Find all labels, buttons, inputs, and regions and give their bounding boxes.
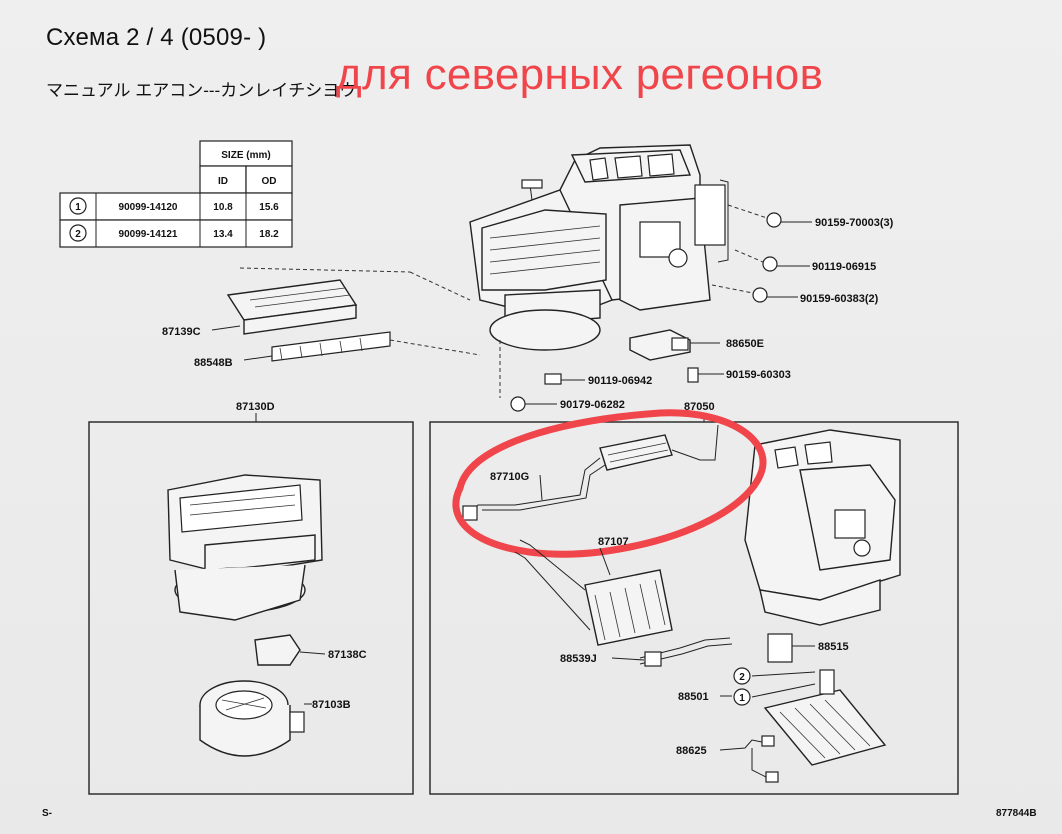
heater-case-drawing — [744, 429, 901, 626]
label-90179-06282: 90179-06282 — [560, 399, 625, 411]
label-90119-06942: 90119-06942 — [588, 375, 652, 387]
size-table-part: 90099-14121 — [119, 229, 178, 240]
callout-2: 2 — [739, 672, 745, 683]
filter-drawing — [211, 267, 481, 362]
size-table-part: 90099-14120 — [119, 202, 178, 213]
label-90159-70003: 90159-70003(3) — [815, 217, 894, 229]
expansion-valve-drawing — [767, 633, 815, 663]
heater-pipe-drawing — [462, 424, 719, 521]
blower-motor-drawing — [199, 680, 312, 757]
handwritten-annotation: для северных регеонов — [336, 50, 824, 99]
footer-left-code: S- — [42, 808, 52, 819]
hvac-unit-drawing — [469, 144, 729, 351]
label-87050: 87050 — [684, 401, 715, 413]
size-table-col-id: ID — [218, 176, 228, 187]
label-87130d: 87130D — [236, 401, 275, 413]
thermistor-drawing — [719, 735, 779, 783]
heater-core-drawing — [514, 539, 673, 646]
footer-diagram-code: 877844B — [996, 808, 1037, 819]
evaporator-drawing — [720, 669, 887, 766]
highlight-ring — [452, 409, 767, 558]
label-90159-60303: 90159-60303 — [726, 369, 791, 381]
callout-1: 1 — [739, 693, 745, 704]
sensor-drawing — [499, 329, 724, 412]
size-table-od: 15.6 — [259, 202, 279, 213]
size-table-id: 10.8 — [213, 202, 233, 213]
size-table-id: 13.4 — [213, 229, 233, 240]
size-table-od: 18.2 — [259, 229, 279, 240]
size-table-mark: 1 — [75, 202, 81, 213]
size-table: SIZE (mm) ID OD 1 90099-14120 10.8 15.6 … — [59, 140, 293, 248]
label-88501: 88501 — [678, 691, 709, 703]
label-90119-06915: 90119-06915 — [812, 261, 876, 273]
heater-assembly-box — [429, 421, 959, 795]
label-88515: 88515 — [818, 641, 849, 653]
size-table-mark: 2 — [75, 229, 81, 240]
callout-1-circle — [733, 688, 751, 706]
size-table-header: SIZE (mm) — [221, 150, 270, 161]
size-table-col-od: OD — [262, 176, 277, 187]
page-title: Схема 2 / 4 (0509- ) — [46, 24, 267, 51]
label-87103b: 87103B — [312, 699, 351, 711]
label-90159-60383: 90159-60383(2) — [800, 293, 879, 305]
label-87138c: 87138C — [328, 649, 367, 661]
label-87710g: 87710G — [490, 471, 529, 483]
callout-2-circle — [733, 667, 751, 685]
label-88539j: 88539J — [560, 653, 597, 665]
label-88625: 88625 — [676, 745, 707, 757]
blower-assembly-box — [88, 421, 414, 795]
ac-pipe-drawing — [611, 637, 733, 667]
blower-case-drawing — [167, 474, 323, 621]
label-88650e: 88650E — [726, 338, 764, 350]
label-87107: 87107 — [598, 536, 629, 548]
page-subtitle: マニュアル エアコン---カンレイチシヨウ — [46, 81, 357, 100]
label-88548b: 88548B — [194, 357, 233, 369]
resistor-drawing — [254, 634, 326, 666]
fasteners-group — [711, 204, 812, 303]
label-87139c: 87139C — [162, 326, 201, 338]
